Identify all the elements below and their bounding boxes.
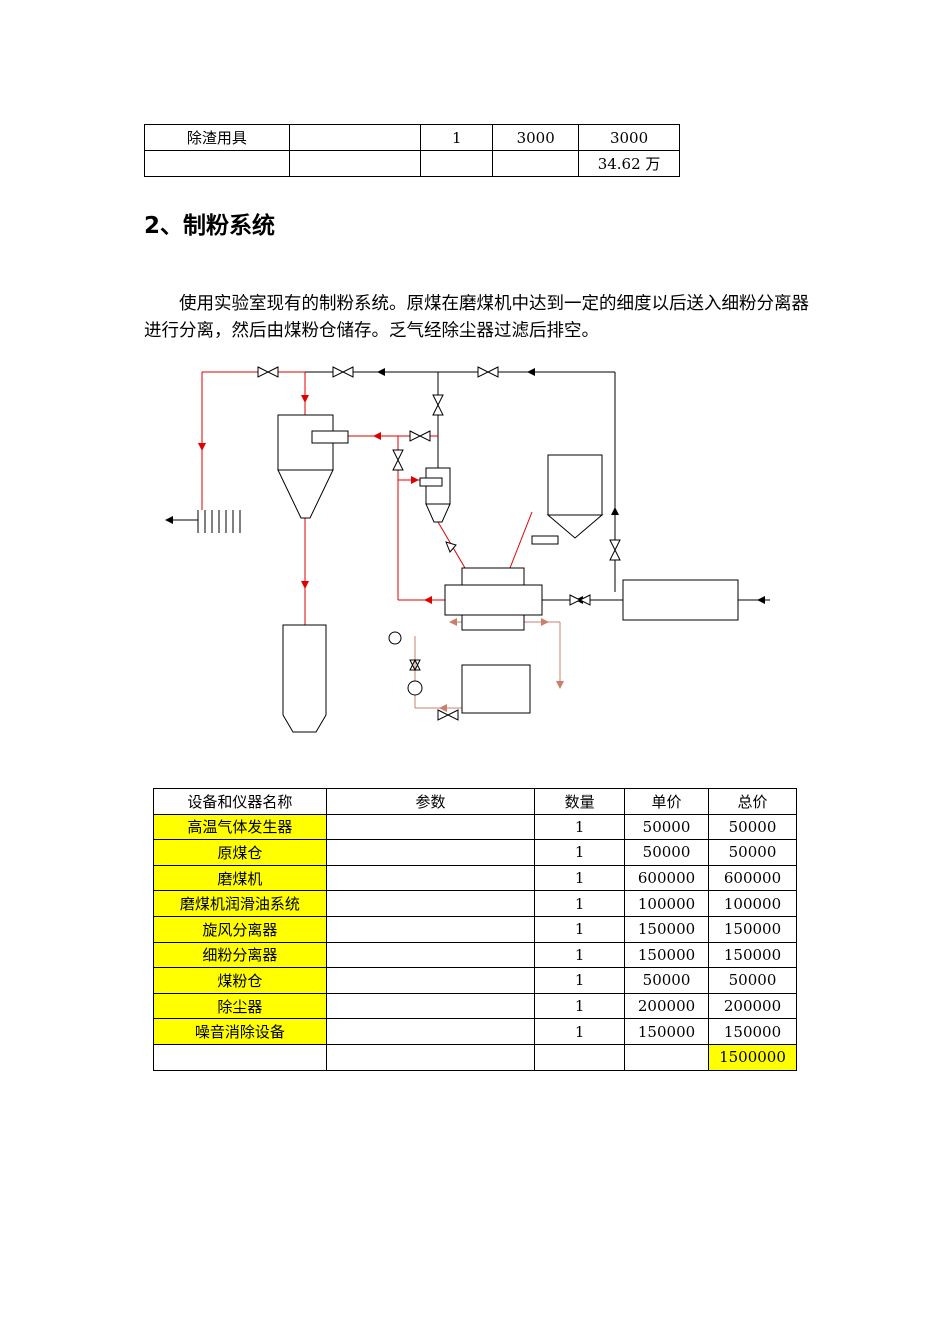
equipment-qty: 1 xyxy=(534,864,626,892)
raw-coal-bin xyxy=(531,454,604,545)
equipment-param xyxy=(325,967,536,994)
return-air-lines xyxy=(165,368,770,604)
equipment-unit-price: 50000 xyxy=(624,813,709,841)
coal-mill xyxy=(444,567,543,631)
equipment-name: 煤粉仓 xyxy=(153,967,327,994)
intro-paragraph: 使用实验室现有的制粉系统。原煤在磨煤机中达到一定的细度以后送入细粉分离器进行分离… xyxy=(144,294,809,341)
equipment-unit-price: 150000 xyxy=(624,1018,709,1045)
table-cell xyxy=(288,150,422,177)
equipment-qty: 1 xyxy=(534,1018,626,1045)
equipment-total: 200000 xyxy=(708,992,797,1020)
equipment-unit-price: 150000 xyxy=(624,941,709,969)
table-cell: 3000 xyxy=(578,124,680,151)
equipment-unit-price: 150000 xyxy=(624,915,709,943)
table-cell xyxy=(624,1043,709,1071)
table-cell: 除渣用具 xyxy=(144,124,290,151)
coal-powder-bin xyxy=(282,624,327,733)
equipment-unit-price: 200000 xyxy=(624,992,709,1020)
equipment-param xyxy=(325,890,536,917)
total-row: 1500000 xyxy=(153,1043,797,1071)
equipment-qty: 1 xyxy=(534,992,626,1020)
table-cell: 3000 xyxy=(492,124,580,151)
equipment-name: 高温气体发生器 xyxy=(153,813,327,841)
equipment-qty: 1 xyxy=(534,915,626,943)
table-cell xyxy=(325,1043,536,1071)
equipment-qty: 1 xyxy=(534,967,626,994)
hot-gas-lines xyxy=(198,371,533,625)
equipment-qty: 1 xyxy=(534,813,626,841)
fine-powder-separator xyxy=(419,467,451,523)
equipment-param xyxy=(325,1018,536,1045)
table-cell xyxy=(492,150,580,177)
equipment-param xyxy=(325,941,536,969)
equipment-name: 除尘器 xyxy=(153,992,327,1020)
table-cell xyxy=(153,1043,327,1071)
section-heading: 2、制粉系统 xyxy=(144,213,276,239)
equipment-name: 细粉分离器 xyxy=(153,941,327,969)
equipment-param xyxy=(325,864,536,892)
equipment-total: 150000 xyxy=(708,941,797,969)
column-header: 总价 xyxy=(708,788,797,815)
equipment-unit-price: 600000 xyxy=(624,864,709,892)
table-cell xyxy=(144,150,290,177)
pulverizing-system-diagram xyxy=(165,366,770,733)
equipment-param xyxy=(325,915,536,943)
equipment-param xyxy=(325,992,536,1020)
bag-filter xyxy=(197,510,241,533)
equipment-total: 50000 xyxy=(708,813,797,841)
oil-pump xyxy=(407,680,423,696)
table-cell: 1 xyxy=(420,124,494,151)
equipment-qty: 1 xyxy=(534,941,626,969)
column-header: 参数 xyxy=(325,788,536,815)
column-header: 单价 xyxy=(624,788,709,815)
equipment-unit-price: 50000 xyxy=(624,839,709,866)
equipment-total: 150000 xyxy=(708,915,797,943)
table-row: 除渣用具 1 3000 3000 xyxy=(144,124,680,151)
table-cell xyxy=(420,150,494,177)
equipment-name: 旋风分离器 xyxy=(153,915,327,943)
cyclone-separator xyxy=(277,414,349,519)
hot-gas-generator xyxy=(622,579,739,621)
equipment-qty: 1 xyxy=(534,839,626,866)
equipment-qty: 1 xyxy=(534,890,626,917)
subtotal-cell: 34.62 万 xyxy=(578,150,680,177)
table-header-row: 设备和仪器名称 参数 数量 单价 总价 xyxy=(153,788,797,815)
column-header: 设备和仪器名称 xyxy=(153,788,327,815)
equipment-total: 50000 xyxy=(708,839,797,866)
equipment-param xyxy=(325,839,536,866)
lube-oil-unit xyxy=(461,664,531,714)
table-row: 34.62 万 xyxy=(144,150,680,177)
equipment-total: 100000 xyxy=(708,890,797,917)
equipment-total: 150000 xyxy=(708,1018,797,1045)
equipment-total: 600000 xyxy=(708,864,797,892)
equipment-total: 50000 xyxy=(708,967,797,994)
equipment-unit-price: 100000 xyxy=(624,890,709,917)
oil-gauge xyxy=(388,631,402,645)
table-cell xyxy=(534,1043,626,1071)
equipment-name: 原煤仓 xyxy=(153,839,327,866)
column-header: 数量 xyxy=(534,788,626,815)
equipment-name: 磨煤机润滑油系统 xyxy=(153,890,327,917)
cost-summary-table: 除渣用具 1 3000 3000 34.62 万 xyxy=(144,124,680,177)
equipment-unit-price: 50000 xyxy=(624,967,709,994)
table-cell xyxy=(288,124,422,151)
equipment-name: 噪音消除设备 xyxy=(153,1018,327,1045)
valves xyxy=(257,366,621,721)
equipment-param xyxy=(325,813,536,841)
grand-total-cell: 1500000 xyxy=(708,1043,797,1071)
equipment-name: 磨煤机 xyxy=(153,864,327,892)
